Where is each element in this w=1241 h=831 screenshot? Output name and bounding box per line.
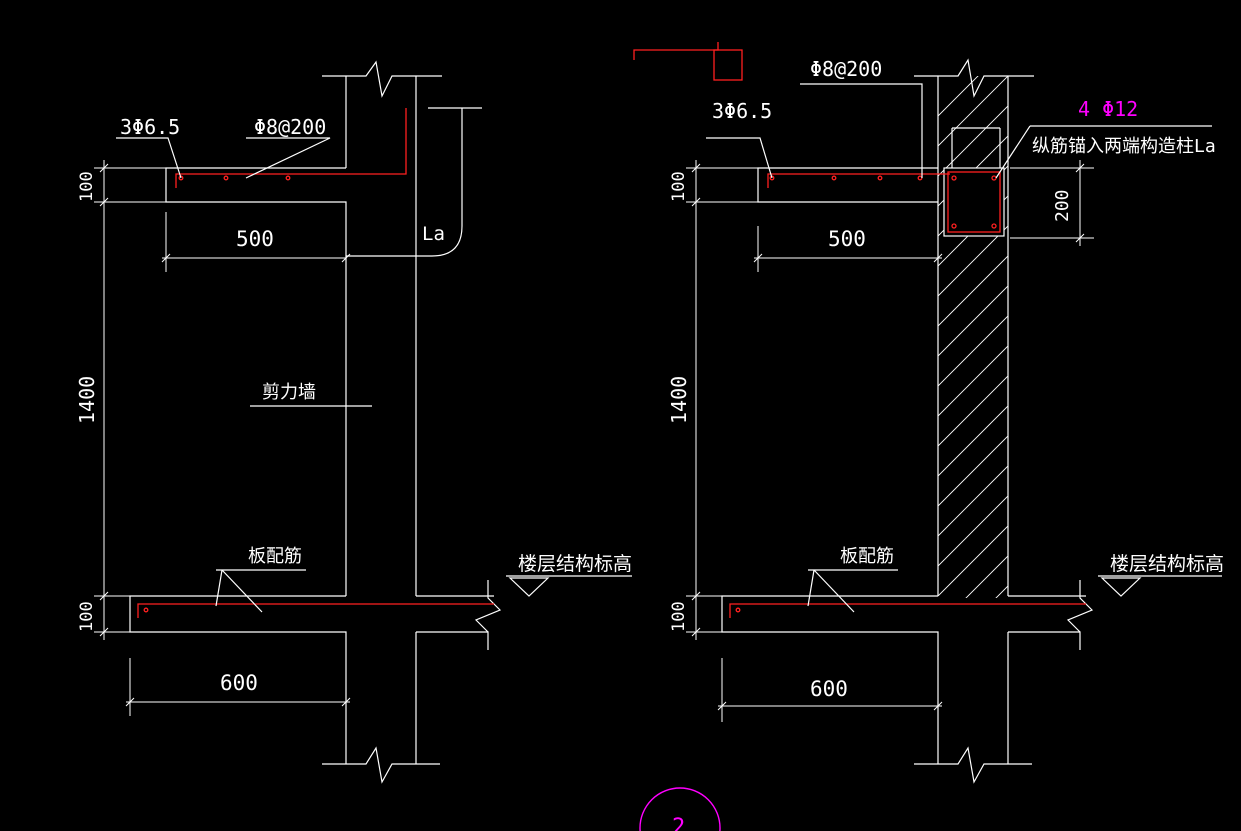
left-anchorage-label: La — [422, 223, 445, 245]
right-rebar — [729, 171, 1086, 618]
right-top-rebar-label: 3Φ6.5 — [712, 99, 772, 123]
left-slab-rebar-label: 板配筋 — [248, 546, 302, 567]
right-concrete-outline — [721, 58, 1094, 784]
right-masonry-hatch — [938, 76, 1008, 598]
left-width-label: 500 — [236, 227, 274, 251]
right-beam-note: 纵筋锚入两端构造柱La — [1032, 136, 1216, 157]
right-detail: 3Φ6.5 Φ8@200 4 Φ12 纵筋锚入两端构造柱La 200 100 5… — [633, 42, 1224, 784]
right-beam-height-label: 200 — [1052, 189, 1073, 222]
left-leaders — [116, 107, 632, 613]
right-dimensions — [686, 160, 1094, 722]
left-stirrup-label: Φ8@200 — [254, 115, 326, 139]
right-ring-beam — [943, 167, 1005, 237]
right-slab-thickness-label: 100 — [669, 171, 689, 202]
left-wall-label: 剪力墙 — [262, 382, 316, 403]
detail-number-marker: 2 — [639, 787, 721, 831]
left-detail: 3Φ6.5 Φ8@200 100 500 La 剪力墙 1400 板配筋 楼层结… — [75, 60, 632, 784]
left-concrete-outline — [129, 60, 502, 784]
right-stirrup-label: Φ8@200 — [810, 57, 882, 81]
left-dimensions — [94, 160, 351, 716]
left-labels: 3Φ6.5 Φ8@200 100 500 La 剪力墙 1400 板配筋 楼层结… — [75, 115, 632, 695]
right-beam-rebar-label: 4 Φ12 — [1078, 97, 1138, 121]
left-floor-elevation-label: 楼层结构标高 — [518, 553, 632, 575]
right-width-label: 500 — [828, 227, 866, 251]
right-bottom-width-label: 600 — [810, 677, 848, 701]
left-top-rebar-label: 3Φ6.5 — [120, 115, 180, 139]
right-floor-elevation-label: 楼层结构标高 — [1110, 553, 1224, 575]
left-rebar — [137, 108, 494, 618]
left-bottom-width-label: 600 — [220, 671, 258, 695]
right-leaders — [706, 83, 1222, 613]
left-height-label: 1400 — [75, 376, 99, 424]
right-slab-rebar-label: 板配筋 — [840, 546, 894, 567]
left-bottom-slab-thickness-label: 100 — [77, 601, 97, 632]
left-slab-thickness-label: 100 — [77, 171, 97, 202]
right-top-marker — [633, 42, 743, 81]
right-bottom-slab-thickness-label: 100 — [669, 601, 689, 632]
detail-number: 2 — [672, 815, 685, 831]
right-labels: 3Φ6.5 Φ8@200 4 Φ12 纵筋锚入两端构造柱La 200 100 5… — [667, 57, 1224, 701]
right-height-label: 1400 — [667, 376, 691, 424]
